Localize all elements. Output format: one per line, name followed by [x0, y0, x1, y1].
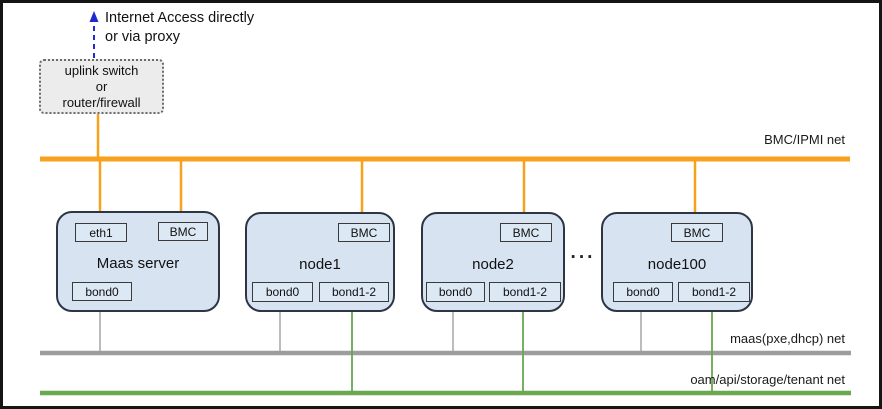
internet-access-line2: or via proxy [105, 29, 180, 45]
bmc-net-wires [40, 110, 850, 213]
port-bond1-2: bond1-2 [319, 282, 389, 302]
internet-access-line1: Internet Access directly [105, 10, 255, 26]
uplink-switch-box: uplink switch or router/firewall [39, 59, 164, 114]
port-eth1: eth1 [75, 223, 127, 242]
port-bond1-2: bond1-2 [678, 282, 750, 302]
oam-net-wires [40, 310, 851, 396]
maas-net-wires [40, 310, 851, 356]
port-bond0: bond0 [426, 282, 485, 302]
node-label: node100 [647, 256, 707, 273]
port-bmc: BMC [338, 223, 390, 242]
internet-access-label: Internet Access directly or via proxy [105, 9, 254, 47]
node-box-node100: BMC node100 bond0 bond1-2 [601, 212, 753, 312]
node-box-node2: BMC node2 bond0 bond1-2 [421, 212, 565, 312]
diagram-wires [40, 11, 851, 396]
port-bond0: bond0 [72, 282, 132, 301]
port-bond0: bond0 [252, 282, 313, 302]
node-box-node1: BMC node1 bond0 bond1-2 [245, 212, 395, 312]
uplink-line1: uplink switch [64, 62, 139, 78]
node-label: node1 [299, 256, 341, 273]
uplink-line3: router/firewall [62, 94, 141, 110]
maas-net-label: maas(pxe,dhcp) net [730, 331, 845, 346]
port-bmc: BMC [500, 223, 552, 242]
more-nodes-ellipsis: ··· [570, 247, 596, 268]
node-label: node2 [472, 256, 514, 273]
internet-arrow [89, 11, 99, 58]
oam-net-label: oam/api/storage/tenant net [690, 372, 845, 387]
port-bond0: bond0 [613, 282, 673, 302]
port-bond1-2: bond1-2 [489, 282, 561, 302]
node-box-maas-server: eth1 BMC Maas server bond0 [56, 211, 220, 312]
node-label: Maas server [96, 255, 180, 272]
port-bmc: BMC [671, 223, 723, 242]
uplink-line2: or [95, 78, 108, 94]
port-bmc: BMC [158, 222, 208, 241]
bmc-net-label: BMC/IPMI net [764, 132, 845, 147]
